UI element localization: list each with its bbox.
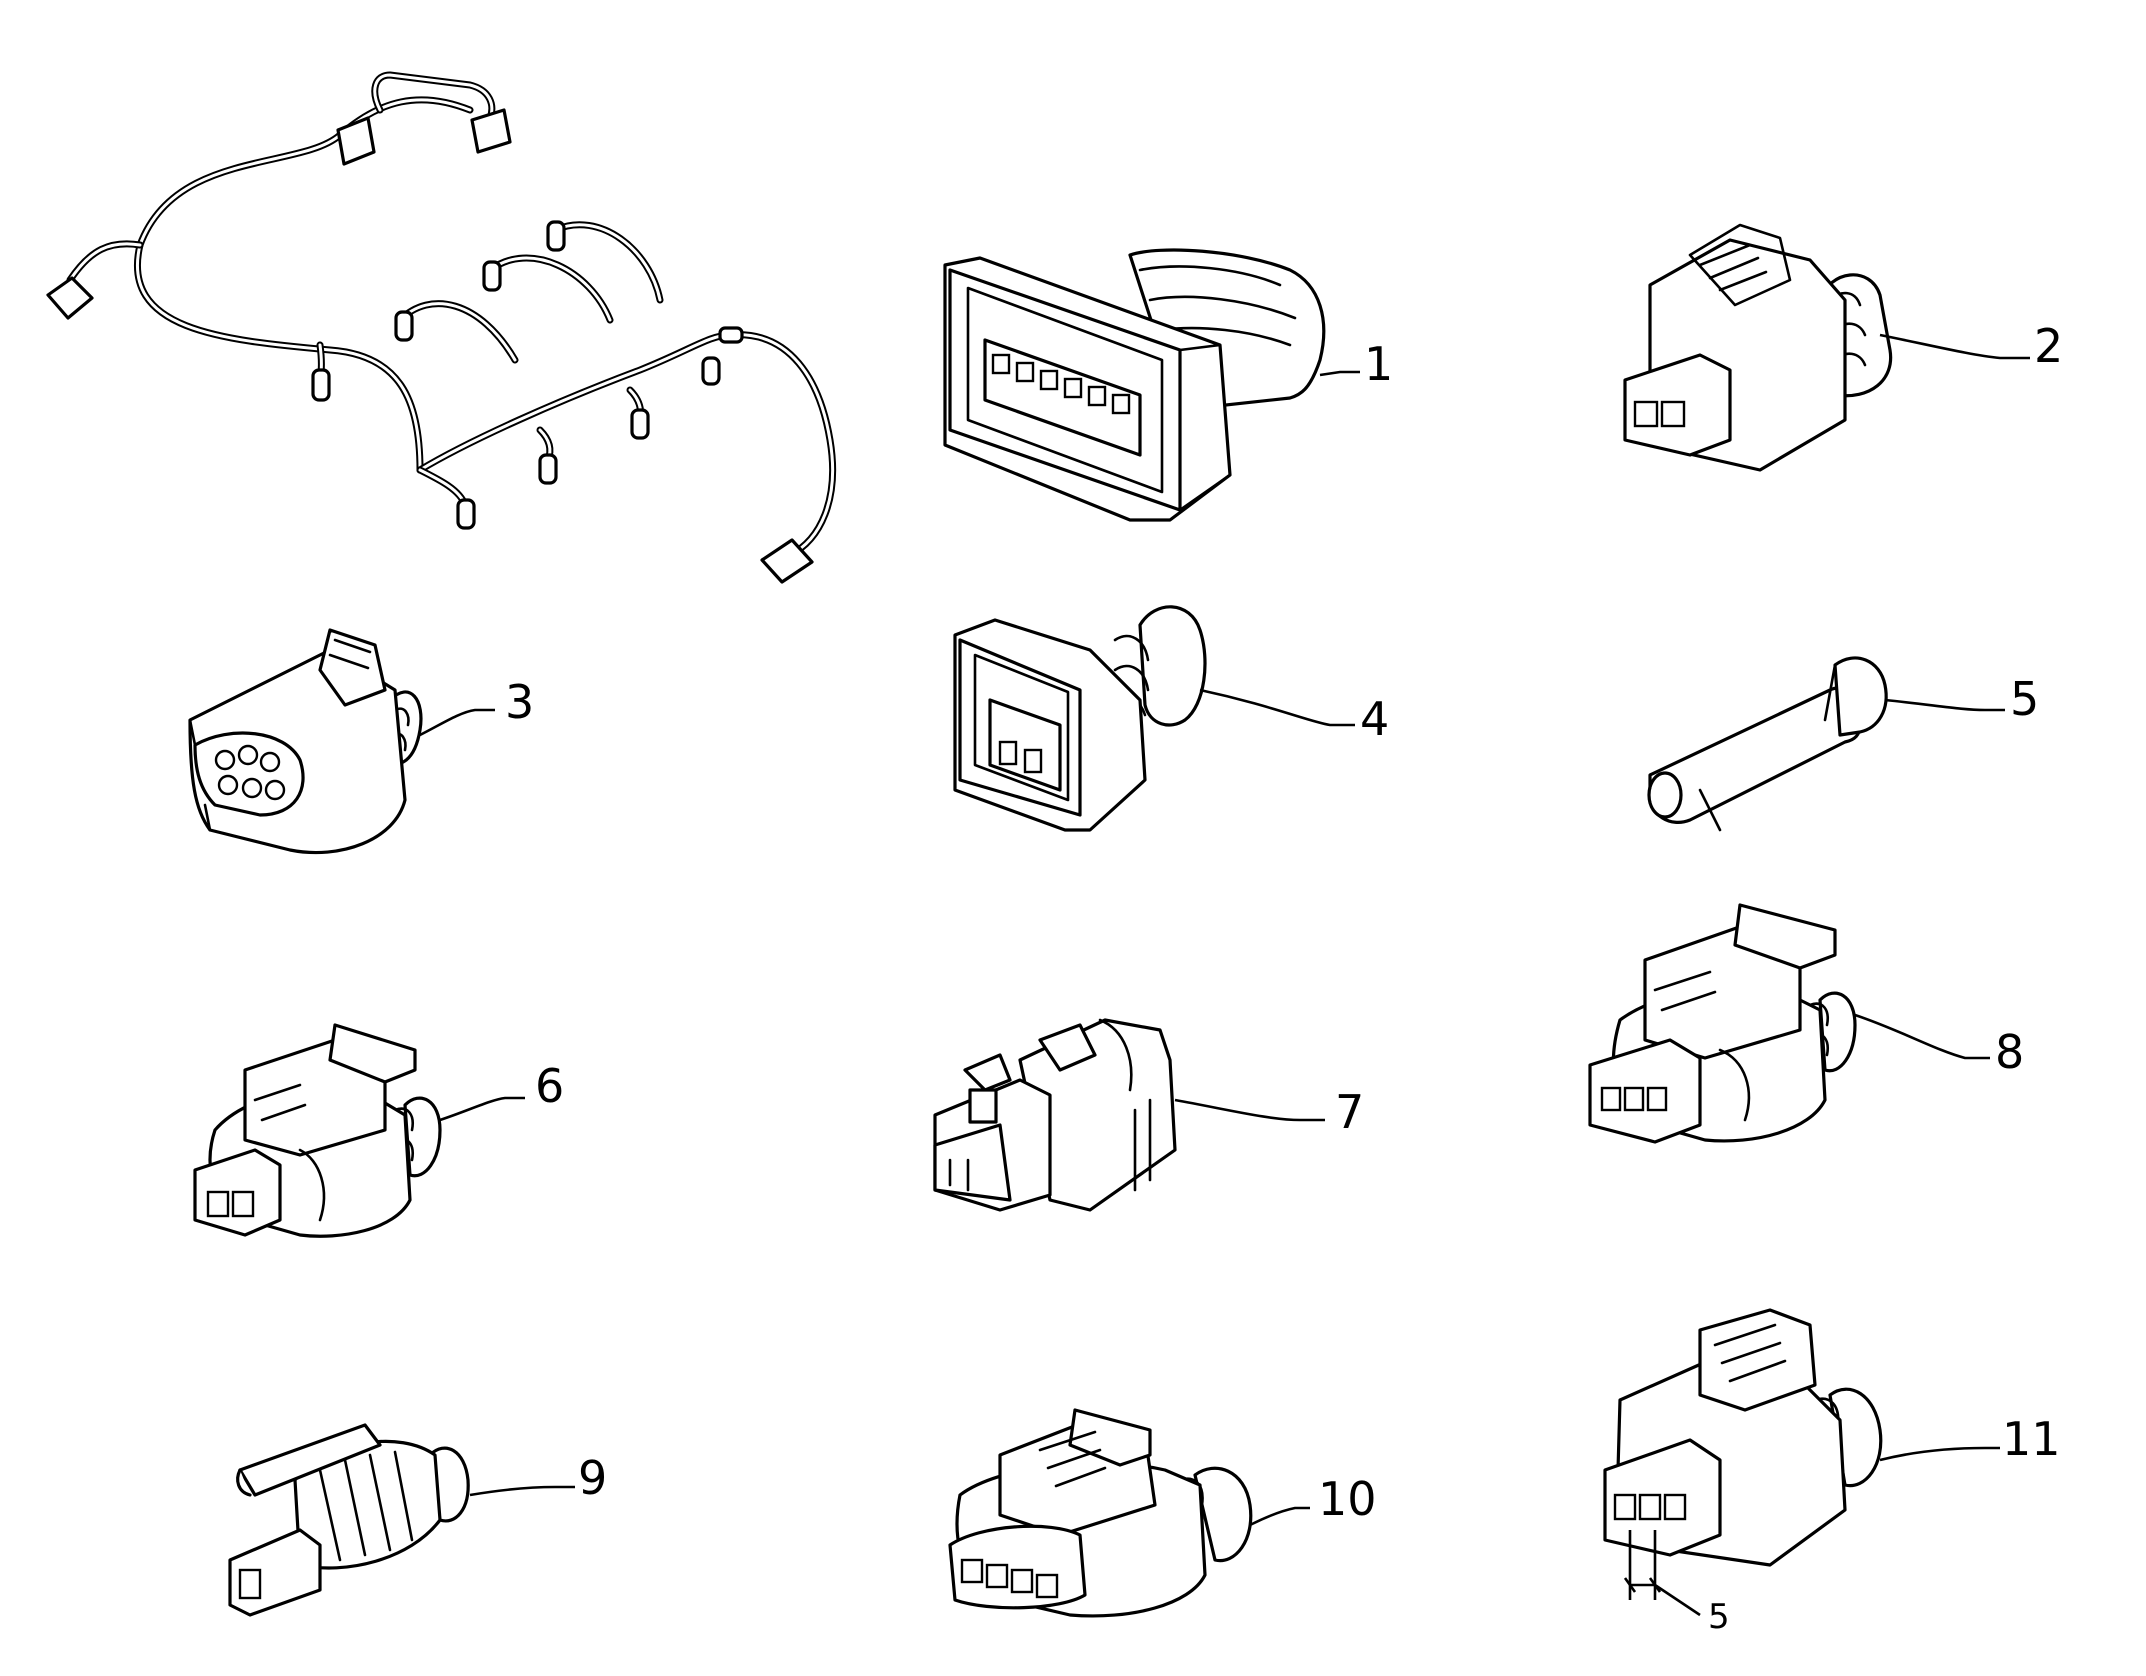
- leader-lines: [419, 333, 2030, 1527]
- callout-8: 8: [1995, 1025, 2024, 1079]
- connector-part-6: [193, 1023, 442, 1238]
- callout-labels: 1 2 3 4 5 6 7 8 9 10 11 5: [505, 319, 2063, 1637]
- connector-part-1: [943, 248, 1326, 522]
- dimension-label: 5: [1708, 1597, 1730, 1637]
- connector-part-3: [188, 628, 423, 855]
- connector-part-7: [933, 1018, 1177, 1212]
- connector-part-9: [228, 1423, 470, 1617]
- connector-part-4: [953, 605, 1207, 832]
- connector-part-2: [1623, 223, 1893, 472]
- dimension-marker: [1623, 1530, 1701, 1617]
- pin-cluster: [214, 744, 286, 801]
- connector-part-11: [1603, 1308, 1883, 1617]
- pin-row: [991, 353, 1131, 415]
- callout-2: 2: [2034, 319, 2063, 373]
- terminal-sleeve-part-5: [1647, 656, 1888, 832]
- callout-4: 4: [1360, 692, 1389, 746]
- callout-11: 11: [2002, 1412, 2061, 1466]
- wiring-harness: [46, 71, 837, 584]
- callout-9: 9: [578, 1451, 607, 1505]
- callout-1: 1: [1364, 337, 1393, 391]
- connector-part-10: [948, 1408, 1253, 1618]
- callout-10: 10: [1318, 1472, 1377, 1526]
- connector-part-8: [1588, 903, 1857, 1144]
- callout-5: 5: [2010, 672, 2039, 726]
- callout-3: 3: [505, 675, 534, 729]
- callout-7: 7: [1335, 1085, 1364, 1139]
- callout-6: 6: [535, 1059, 564, 1113]
